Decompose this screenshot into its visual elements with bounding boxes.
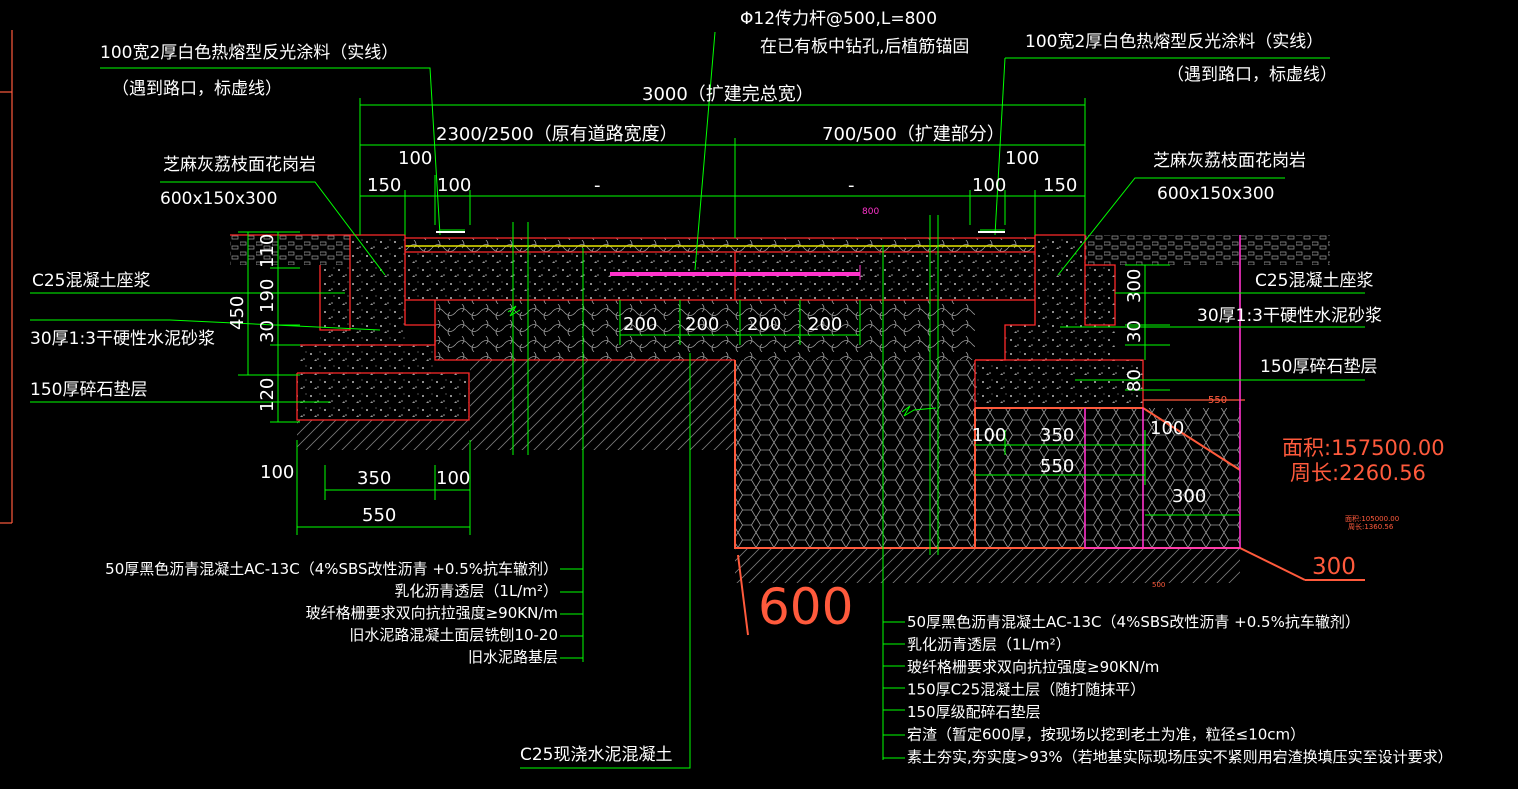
area-small-label: 面积:105000.00: [1345, 514, 1399, 523]
left-soil: [297, 420, 469, 450]
dim-100-right-lower: 100: [972, 425, 1006, 446]
leader-lines: [30, 31, 1365, 769]
dim-dash-1: -: [594, 175, 601, 196]
right-hex-fill: [1143, 408, 1240, 548]
dowel-line2: 在已有板中钻孔,后植筋锚固: [760, 37, 969, 57]
dim-100-left: 100: [437, 175, 471, 196]
stone-right-size: 600x150x300: [1157, 184, 1274, 204]
dimension-lines: [238, 98, 1240, 535]
layer-left-item: 旧水泥路混凝土面层铣刨10-20: [349, 626, 558, 644]
dim-100-right: 100: [972, 175, 1006, 196]
layer-right-item: 素土夯实,夯实度>93%（若地基实际现场压实不紧则用宕渣换填压实至设计要求）: [907, 748, 1453, 766]
area-label: 面积:157500.00: [1282, 436, 1445, 460]
perimeter-label: 周长:2260.56: [1290, 461, 1426, 485]
excavation-outline: [734, 360, 1365, 636]
dim-150-left: 150: [367, 175, 401, 196]
c25-right-label: C25混凝土座浆: [1255, 271, 1374, 291]
dim-150-right: 150: [1043, 175, 1077, 196]
old-base: [435, 300, 735, 360]
c25-cast-label: C25现浇水泥混凝土: [520, 745, 673, 765]
c25-left-label: C25混凝土座浆: [32, 271, 151, 291]
mortar-right-label: 30厚1:3干硬性水泥砂浆: [1197, 306, 1382, 326]
dim-550-right: 550: [1040, 456, 1074, 477]
dim-100-bottom-left: 100: [260, 462, 294, 483]
dim-190: 190: [257, 279, 278, 313]
dim-30-right: 30: [1124, 320, 1145, 343]
dim-80-right: 80: [1124, 369, 1145, 392]
left-mortar: [300, 345, 435, 375]
dim-200-4: 200: [808, 314, 842, 335]
new-gravel: [735, 300, 975, 360]
compacted-soil: [735, 548, 1240, 583]
dim-350-left: 350: [357, 468, 391, 489]
magenta-800-label: 800: [862, 207, 879, 217]
dim-300-large: 300: [1312, 554, 1356, 580]
left-gravel: [297, 373, 469, 420]
dim-450: 450: [227, 296, 248, 330]
dim-600-large: 600: [758, 578, 853, 636]
dim-100-top-right: 100: [1005, 148, 1039, 169]
layer-right-item: 宕渣（暂定600厚，按现场以挖到老土为准，粒径≤10cm）: [907, 726, 1305, 744]
layer-right-item: 乳化沥青透层（1L/m²）: [907, 636, 1071, 654]
marking-left-line2: （遇到路口，标虚线）: [112, 79, 282, 99]
right-gravel: [975, 360, 1143, 408]
layer-left-item: 乳化沥青透层（1L/m²）: [394, 582, 558, 600]
break-lines: [507, 215, 939, 555]
layer-list-left: 50厚黑色沥青混凝土AC-13C（4%SBS改性沥青 +0.5%抗车辙剂） 乳化沥…: [105, 560, 558, 666]
stone-left-name: 芝麻灰荔枝面花岗岩: [163, 155, 316, 175]
dim-100-right-b: 100: [1150, 418, 1184, 439]
layer-list-right: 50厚黑色沥青混凝土AC-13C（4%SBS改性沥青 +0.5%抗车辙剂） 乳化沥…: [907, 613, 1453, 766]
mortar-left-label: 30厚1:3干硬性水泥砂浆: [30, 329, 215, 349]
layer-left-item: 玻纤格栅要求双向抗拉强度≥90KN/m: [306, 604, 558, 622]
old-soil: [470, 360, 735, 450]
dim-110: 110: [257, 234, 278, 268]
left-top-ground: [230, 235, 350, 265]
marking-right-line1: 100宽2厚白色热熔型反光涂料（实线）: [1025, 32, 1323, 52]
dim-500-small: 500: [1152, 581, 1165, 589]
dim-300-right: 300: [1124, 269, 1145, 303]
dim-total: 3000（扩建完总宽）: [642, 84, 814, 105]
stone-left-size: 600x150x300: [160, 189, 277, 209]
layer-left-item: 50厚黑色沥青混凝土AC-13C（4%SBS改性沥青 +0.5%抗车辙剂）: [105, 560, 558, 578]
marking-left-line1: 100宽2厚白色热熔型反光涂料（实线）: [100, 43, 398, 63]
gravel-right-label: 150厚碎石垫层: [1260, 357, 1377, 377]
dim-expansion: 700/500（扩建部分）: [822, 124, 1005, 145]
layer-right-item: 玻纤格栅要求双向抗拉强度≥90KN/m: [907, 658, 1159, 676]
left-c25-bed: [320, 265, 405, 345]
dim-200-1: 200: [623, 314, 657, 335]
dim-350-right: 350: [1040, 425, 1074, 446]
layer-right-item: 150厚C25混凝土层（随打随抹平）: [907, 681, 1145, 699]
dim-120: 120: [257, 378, 278, 412]
layer-right-item: 50厚黑色沥青混凝土AC-13C（4%SBS改性沥青 +0.5%抗车辙剂）: [907, 613, 1360, 631]
dowel-line1: Φ12传力杆@500,L=800: [740, 9, 937, 29]
dim-200-2: 200: [685, 314, 719, 335]
stone-right-name: 芝麻灰荔枝面花岗岩: [1153, 151, 1306, 171]
dimension-texts: 3000（扩建完总宽） 2300/2500（原有道路宽度） 700/500（扩建…: [227, 84, 1356, 636]
label-texts: 100宽2厚白色热熔型反光涂料（实线） （遇到路口，标虚线） 100宽2厚白色热…: [30, 9, 1445, 765]
structure-fills: [230, 235, 1330, 583]
dim-dash-2: -: [848, 175, 855, 196]
layer-right-item: 150厚级配碎石垫层: [907, 703, 1041, 721]
marking-right-line2: （遇到路口，标虚线）: [1167, 65, 1337, 85]
dim-existing: 2300/2500（原有道路宽度）: [436, 124, 678, 145]
dim-300-bottom: 300: [1172, 486, 1206, 507]
dim-30-left: 30: [257, 320, 278, 343]
asphalt-layer: [405, 238, 1035, 252]
gravel-left-label: 150厚碎石垫层: [30, 380, 147, 400]
quarry-waste: [735, 360, 975, 548]
dim-550-left: 550: [362, 505, 396, 526]
right-mortar: [1005, 325, 1115, 360]
dim-100-bottom: 100: [436, 468, 470, 489]
perimeter-small-label: 周长:1360.56: [1348, 522, 1394, 531]
layer-left-item: 旧水泥路基层: [468, 648, 558, 666]
dim-550-red: 550: [1208, 395, 1227, 406]
magenta-outline: [1084, 235, 1241, 549]
dim-200-3: 200: [747, 314, 781, 335]
dim-100-top-left: 100: [398, 148, 432, 169]
right-c25-bed: [1035, 265, 1115, 335]
right-top-ground: [1085, 235, 1330, 265]
